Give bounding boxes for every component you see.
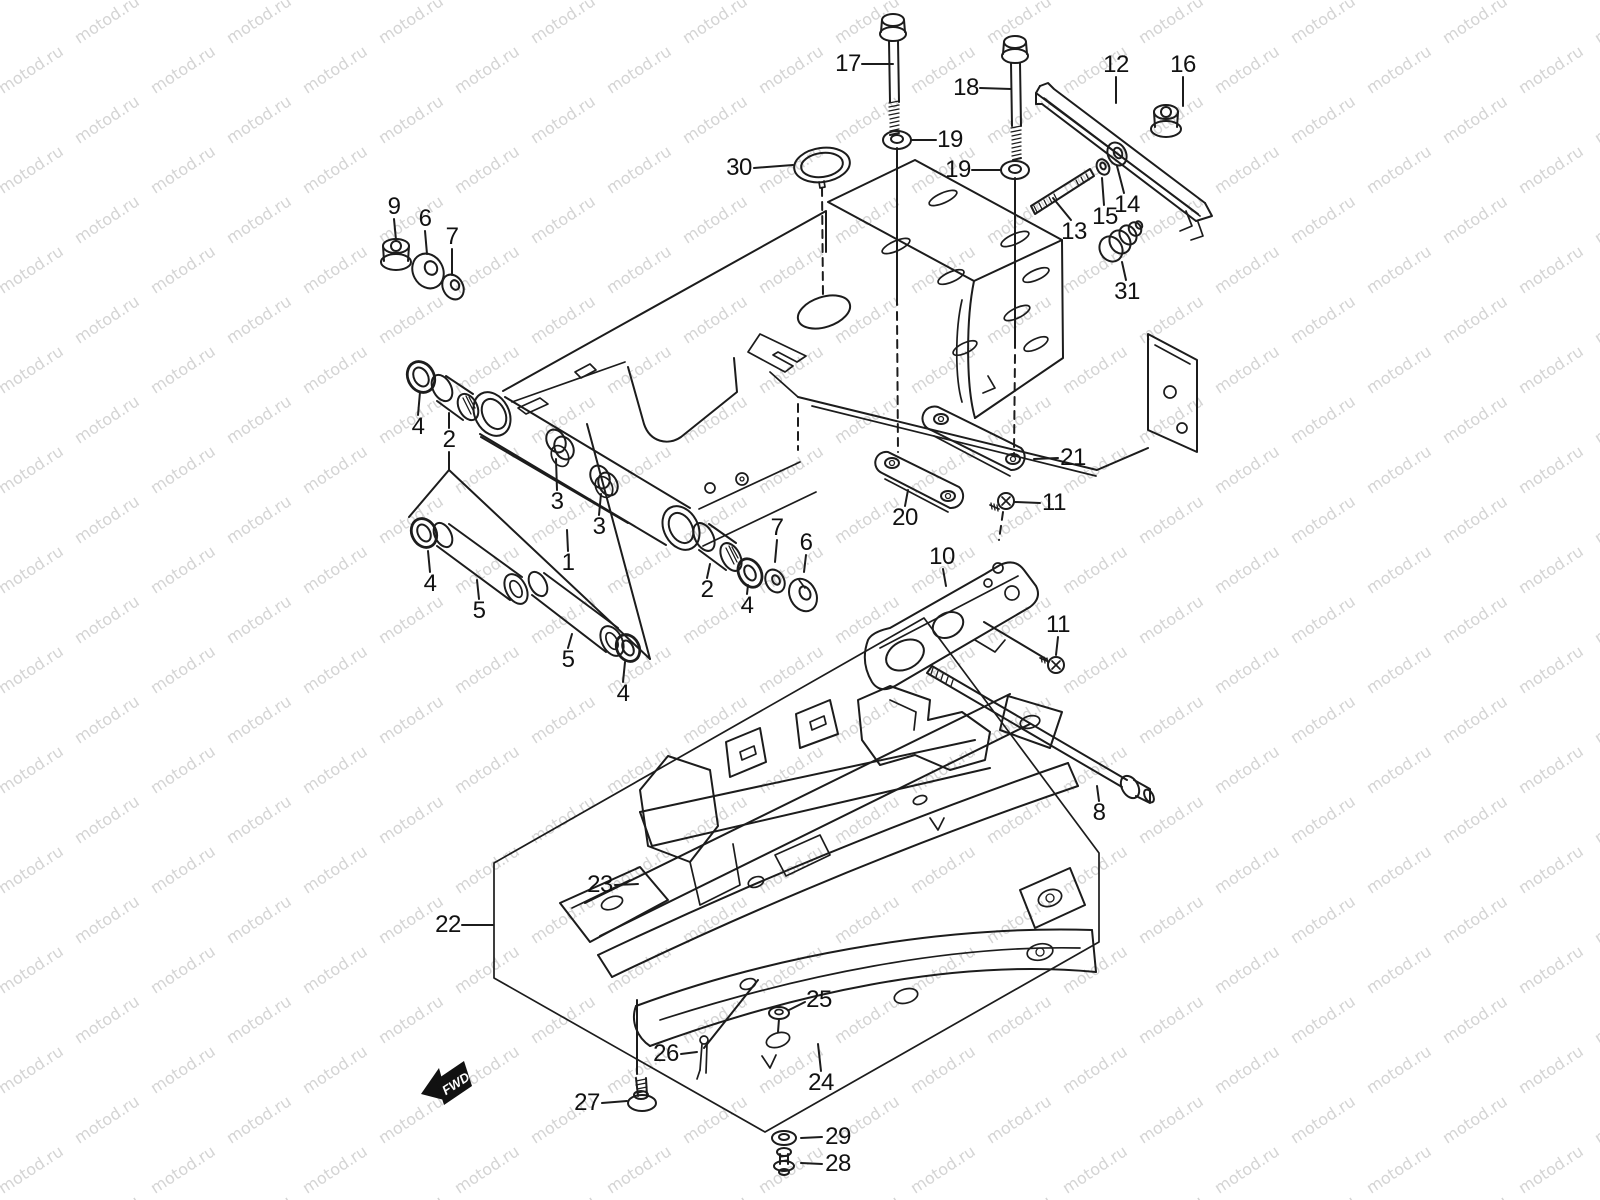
pin-26 bbox=[696, 1035, 709, 1080]
nut-9 bbox=[380, 238, 412, 271]
washer-19b bbox=[1000, 160, 1030, 180]
construction-lines bbox=[408, 147, 1047, 1075]
slider-24 bbox=[632, 928, 1097, 1069]
bracket-10 bbox=[863, 561, 1039, 691]
washer-14 bbox=[1106, 141, 1128, 167]
bolt-17 bbox=[879, 13, 907, 136]
collar-3b bbox=[589, 464, 619, 497]
bolt-27 bbox=[627, 1077, 657, 1112]
screw-11a bbox=[989, 492, 1015, 512]
washer-6b bbox=[788, 577, 818, 613]
bolt-28 bbox=[773, 1147, 795, 1176]
fwd-arrow: FWD bbox=[421, 1061, 473, 1105]
nut-16 bbox=[1150, 104, 1182, 138]
washer-25 bbox=[768, 1006, 790, 1020]
stud-13 bbox=[1030, 168, 1095, 215]
seal-4c bbox=[614, 633, 642, 663]
screw-11b bbox=[1039, 655, 1065, 674]
bolt-18 bbox=[1001, 35, 1029, 161]
washer-29 bbox=[771, 1130, 797, 1146]
enclosure-22 bbox=[493, 617, 1100, 1133]
guide-base-22 bbox=[559, 693, 1086, 991]
washer-7b bbox=[764, 568, 786, 594]
chain-guard-23 bbox=[639, 685, 991, 906]
swingarm-body bbox=[472, 159, 1198, 551]
cap-30 bbox=[793, 146, 851, 189]
seal-4a bbox=[405, 360, 437, 394]
seal-4d bbox=[736, 557, 764, 589]
washer-7a bbox=[441, 273, 465, 301]
plate-21 bbox=[921, 405, 1026, 477]
ring-15 bbox=[1095, 158, 1111, 176]
collar-3a bbox=[545, 428, 575, 461]
plate-20 bbox=[874, 450, 965, 513]
washer-6a bbox=[411, 252, 445, 290]
tube-5b bbox=[527, 570, 625, 657]
chain-rail-12 bbox=[1035, 82, 1213, 241]
damper-31 bbox=[1098, 220, 1144, 263]
tube-5a bbox=[432, 521, 529, 605]
axle-8 bbox=[926, 665, 1155, 804]
leader-lines bbox=[393, 63, 1184, 1165]
bushing-2a bbox=[430, 373, 480, 422]
